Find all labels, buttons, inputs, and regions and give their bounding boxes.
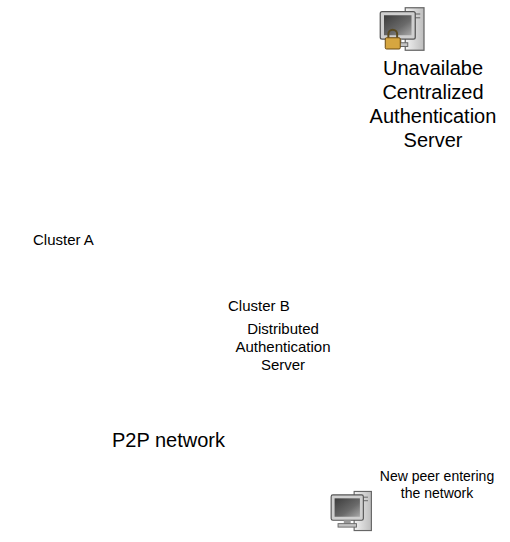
server-label: Unavailabe Centralized Authentication Se… — [360, 56, 506, 152]
computer-symbol — [380, 8, 424, 51]
network-label: P2P network — [112, 428, 225, 452]
peer-computer — [186, 251, 221, 285]
server-label-holder: Unavailabe Centralized Authentication Se… — [360, 56, 506, 152]
connector-line — [314, 414, 342, 454]
double-arrow-connector — [308, 406, 348, 462]
peer-links — [46, 62, 300, 345]
arrow-head — [312, 63, 325, 76]
peer-computer — [27, 183, 62, 217]
new-peer: New peer entering the network — [328, 462, 506, 536]
peer-computer — [281, 255, 316, 289]
cluster-label: Cluster B — [228, 297, 290, 315]
peer-link — [85, 128, 114, 178]
peer-computer — [95, 161, 130, 195]
central-server: Unavailabe Centralized Authentication Se… — [360, 2, 506, 154]
connector-line — [319, 30, 354, 69]
peer-computer — [229, 95, 264, 129]
peer-link — [248, 112, 276, 205]
peer-computer — [163, 173, 198, 207]
peer-link — [205, 205, 276, 268]
peer-link — [85, 128, 182, 190]
network-label-holder: P2P network — [112, 428, 225, 452]
cluster-ellipse: Cluster B Distributed Authentication Serv… — [153, 242, 357, 428]
peer-link — [205, 268, 300, 272]
peer-link — [276, 205, 300, 272]
peer-label-holder: New peer entering the network — [376, 468, 498, 502]
arrow-head — [308, 406, 320, 419]
peer-link — [46, 178, 114, 200]
peer-computer — [168, 328, 203, 362]
server-role-label-holder: Distributed Authentication Server — [220, 320, 346, 374]
cluster-label: Cluster A — [33, 231, 94, 249]
double-arrow-connector — [312, 22, 360, 76]
peer-link — [178, 62, 248, 112]
server-role-label: Distributed Authentication Server — [220, 320, 346, 374]
peer-computer — [257, 188, 292, 222]
cluster-label-holder: Cluster A — [33, 231, 94, 249]
padlock-shackle — [388, 30, 397, 38]
cluster-label-holder: Cluster B — [228, 297, 290, 315]
arrow-head — [336, 449, 348, 462]
padlock-body — [385, 38, 400, 49]
cluster-ellipse-path — [21, 88, 164, 268]
arrow-head — [348, 22, 361, 35]
peer-computer — [66, 111, 101, 145]
computer-symbol — [331, 491, 371, 530]
peer-link — [187, 268, 205, 345]
cluster-ellipse: Cluster A — [17, 84, 167, 272]
server-computer-icon — [378, 4, 430, 54]
peer-link — [182, 190, 276, 205]
lightning-bolt — [312, 26, 327, 50]
peer-label: New peer entering the network — [376, 468, 498, 502]
new-peer-computer-icon — [330, 488, 376, 534]
peer-link — [114, 178, 205, 268]
cluster-ellipse-path — [156, 246, 353, 425]
peer-computer — [159, 45, 194, 79]
